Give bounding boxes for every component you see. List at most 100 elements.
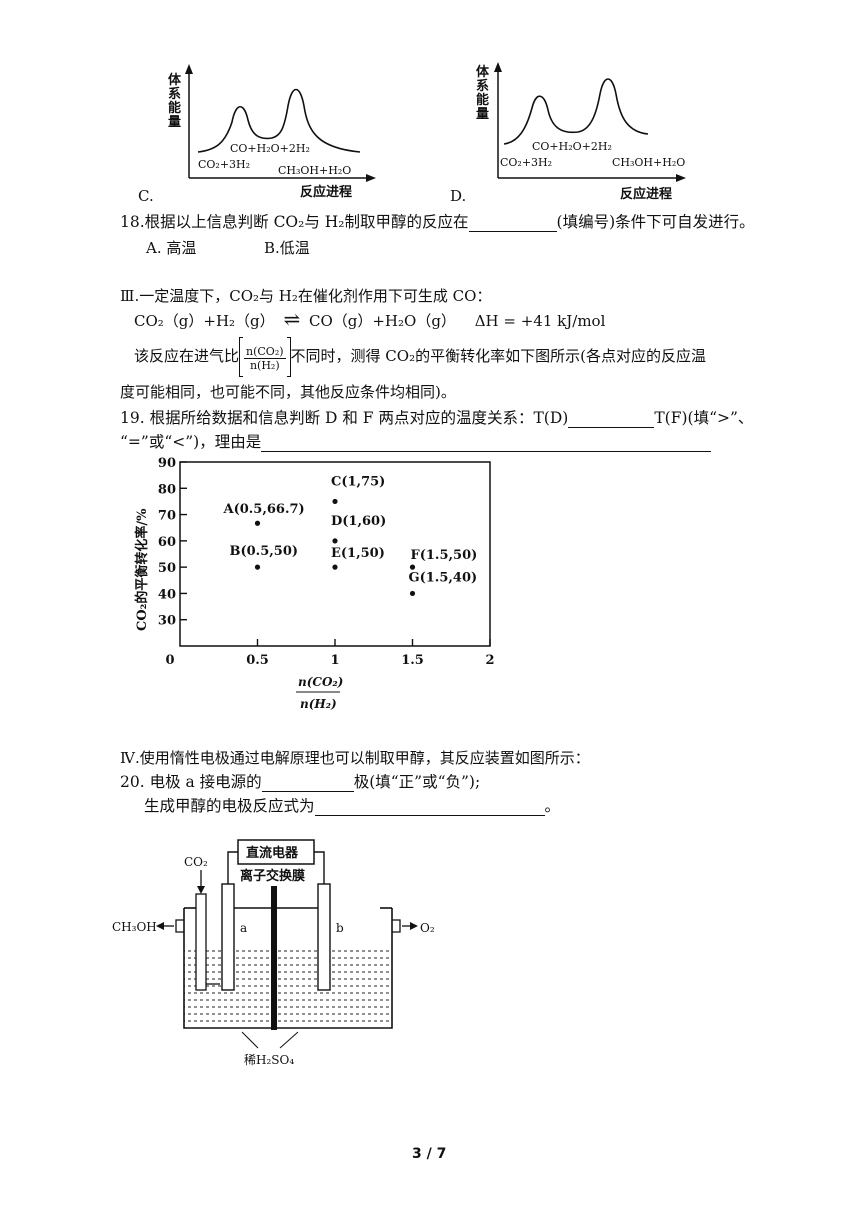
- electrolyte-pointer-left: [241, 1031, 259, 1049]
- chart-x-tick-label: 2: [485, 653, 494, 668]
- diagram-d-ylabel-2: 系: [476, 78, 489, 94]
- chart-point-label: G(1.5,40): [409, 570, 478, 585]
- chart-y-tick-label: 40: [158, 587, 176, 602]
- q18-option-b: B.低温: [264, 239, 310, 257]
- diagram-d-x-arrow: [676, 174, 686, 182]
- tank-wall: [183, 908, 393, 1029]
- diagram-d-product: CH₃OH+H₂O: [612, 156, 685, 169]
- diagram-d-energy-curve: [503, 78, 649, 145]
- electrolyte-label: 稀H₂SO₄: [244, 1053, 294, 1067]
- wire-to-b: [314, 851, 325, 884]
- chart-point: [409, 590, 416, 597]
- chart-point-label: D(1,60): [331, 514, 386, 529]
- diagram-c-product: CH₃OH+H₂O: [278, 164, 351, 177]
- feed-ratio-fraction: n(CO₂)n(H₂): [244, 345, 286, 372]
- q20-b: 极(填“正”或“负”);: [353, 773, 481, 791]
- chart-y-tick-label: 60: [158, 535, 176, 550]
- diagram-c-energy-curve: [197, 88, 361, 153]
- option-d-label: D.: [450, 187, 467, 205]
- diagram-d-ylabel-3: 能: [476, 92, 489, 108]
- q19-stem-2: “=”或“<”)，理由是: [120, 432, 712, 452]
- diagram-c-ylabel-1: 体: [168, 72, 182, 88]
- co2-inlet-tube: [195, 893, 207, 991]
- diagram-d-xlabel: 反应进程: [620, 186, 672, 202]
- chart-x-tick-label: 1.5: [401, 653, 424, 668]
- q19-temp-blank[interactable]: [568, 411, 655, 428]
- chart-point: [332, 564, 338, 570]
- desc-b: 不同时，测得 CO₂的平衡转化率如下图所示(各点对应的反应温: [290, 347, 706, 365]
- q19-reason-blank[interactable]: [261, 435, 712, 452]
- equation-left: CO₂（g）+H₂（g）: [134, 312, 275, 330]
- ch3oh-label: CH₃OH: [112, 920, 157, 934]
- electrolyte-pointer-right: [279, 1031, 299, 1049]
- equation-enthalpy: ΔH = +41 kJ/mol: [474, 312, 606, 330]
- chart-y-tick-label: 30: [158, 614, 176, 629]
- chart-point-label: A(0.5,66.7): [223, 502, 305, 517]
- diagram-d-reactant: CO₂+3H₂: [500, 156, 552, 169]
- section3-desc-2: 度可能相同，也可能不同，其他反应条件均相同)。: [120, 383, 456, 401]
- diagram-c-x-arrow: [366, 174, 376, 182]
- ch3oh-arrow-head: [156, 922, 164, 930]
- page-number: 3 / 7: [412, 1146, 447, 1162]
- electrode-a-label: a: [240, 921, 247, 935]
- diagram-d-ylabel-1: 体: [476, 64, 490, 80]
- electrolyte-solution: [184, 946, 392, 1028]
- electrode-a: [221, 883, 235, 991]
- chart-x-tick-label: 0.5: [246, 653, 269, 668]
- o2-label: O₂: [420, 921, 435, 935]
- equation-right: CO（g）+H₂O（g）: [308, 312, 456, 330]
- chart-point: [332, 498, 338, 505]
- co2-label: CO₂: [184, 855, 208, 869]
- diagram-c-ylabel-3: 能: [168, 100, 181, 116]
- section4-heading: Ⅳ.使用惰性电极通过电解原理也可以制取甲醇，其反应装置如图所示：: [120, 749, 590, 767]
- electrode-b: [317, 883, 331, 991]
- o2-outlet: [392, 919, 401, 933]
- section3-equation: CO₂（g）+H₂（g） ⇌ CO（g）+H₂O（g） ΔH = +41 kJ/…: [134, 309, 605, 331]
- chart-y-tick-label: 70: [158, 509, 176, 524]
- section3-heading: Ⅲ.一定温度下，CO₂与 H₂在催化剂作用下可生成 CO：: [120, 287, 492, 305]
- chart-y-tick-label: 80: [158, 482, 176, 497]
- diagram-c-ylabel-4: 量: [168, 115, 181, 130]
- q20-d: 。: [544, 797, 561, 815]
- q20-pole-blank[interactable]: [261, 775, 354, 792]
- q19-stem: 19. 根据所给数据和信息判断 D 和 F 两点对应的温度关系：T(D)T(F)…: [120, 408, 753, 428]
- wire-to-a: [227, 851, 238, 884]
- q18-stem: 18.根据以上信息判断 CO₂与 H₂制取甲醇的反应在(填编号)条件下可自发进行…: [120, 212, 755, 232]
- feed-ratio-bracket: n(CO₂)n(H₂): [238, 337, 291, 377]
- power-supply-label: 直流电器: [246, 845, 299, 861]
- diagram-c-ylabel-2: 系: [168, 86, 181, 102]
- chart-point: [332, 538, 338, 544]
- q19-stem-b: T(F)(填“>”、: [654, 409, 754, 427]
- electrode-b-label: b: [336, 921, 344, 935]
- chart-y-tick-label: 90: [158, 456, 176, 471]
- feed-ratio-den: n(H₂): [249, 358, 280, 372]
- electrolysis-apparatus: 直流电器 离子交换膜 CO₂ a b CH₃OH O₂ 稀H₂SO₄: [112, 839, 435, 1067]
- chart-y-tick-label: 50: [158, 561, 176, 576]
- diagram-c-intermediate: CO+H₂O+2H₂: [230, 142, 310, 155]
- chart-y-label: CO₂的平衡转化率/%: [134, 508, 150, 631]
- q18-answer-blank[interactable]: [468, 215, 557, 232]
- feed-ratio-num: n(CO₂): [244, 344, 286, 359]
- option-c-label: C.: [138, 187, 154, 205]
- chart-point: [254, 564, 261, 570]
- chart-x-tick-label: 0: [165, 653, 174, 668]
- chart-x-label-den: n(H₂): [300, 697, 337, 711]
- diagram-c-reactant: CO₂+3H₂: [198, 158, 250, 171]
- chart-point-label: B(0.5,50): [230, 544, 299, 559]
- chart-point-label: F(1.5,50): [411, 548, 478, 563]
- co2-arrow-head: [197, 886, 205, 894]
- energy-diagram-d: 体 系 能 量 CO+H₂O+2H₂ CO₂+3H₂ CH₃OH+H₂O 反应进…: [476, 62, 686, 202]
- energy-diagram-c: 体 系 能 量 CO₂+3H₂ CO+H₂O+2H₂ CH₃OH+H₂O 反应进…: [168, 64, 376, 200]
- diagram-c-xlabel: 反应进程: [300, 184, 352, 200]
- ch3oh-outlet: [175, 919, 184, 933]
- chart-x-label-num: n(CO₂): [298, 675, 343, 689]
- o2-arrow-head: [410, 922, 418, 930]
- membrane-label: 离子交换膜: [240, 868, 305, 884]
- q20-line-1: 20. 电极 a 接电源的极(填“正”或“负”);: [120, 772, 480, 792]
- chart-point-label: E(1,50): [331, 546, 385, 561]
- chart-point: [409, 564, 416, 570]
- q20-equation-blank[interactable]: [314, 799, 545, 816]
- chart-point-label: C(1,75): [331, 474, 385, 489]
